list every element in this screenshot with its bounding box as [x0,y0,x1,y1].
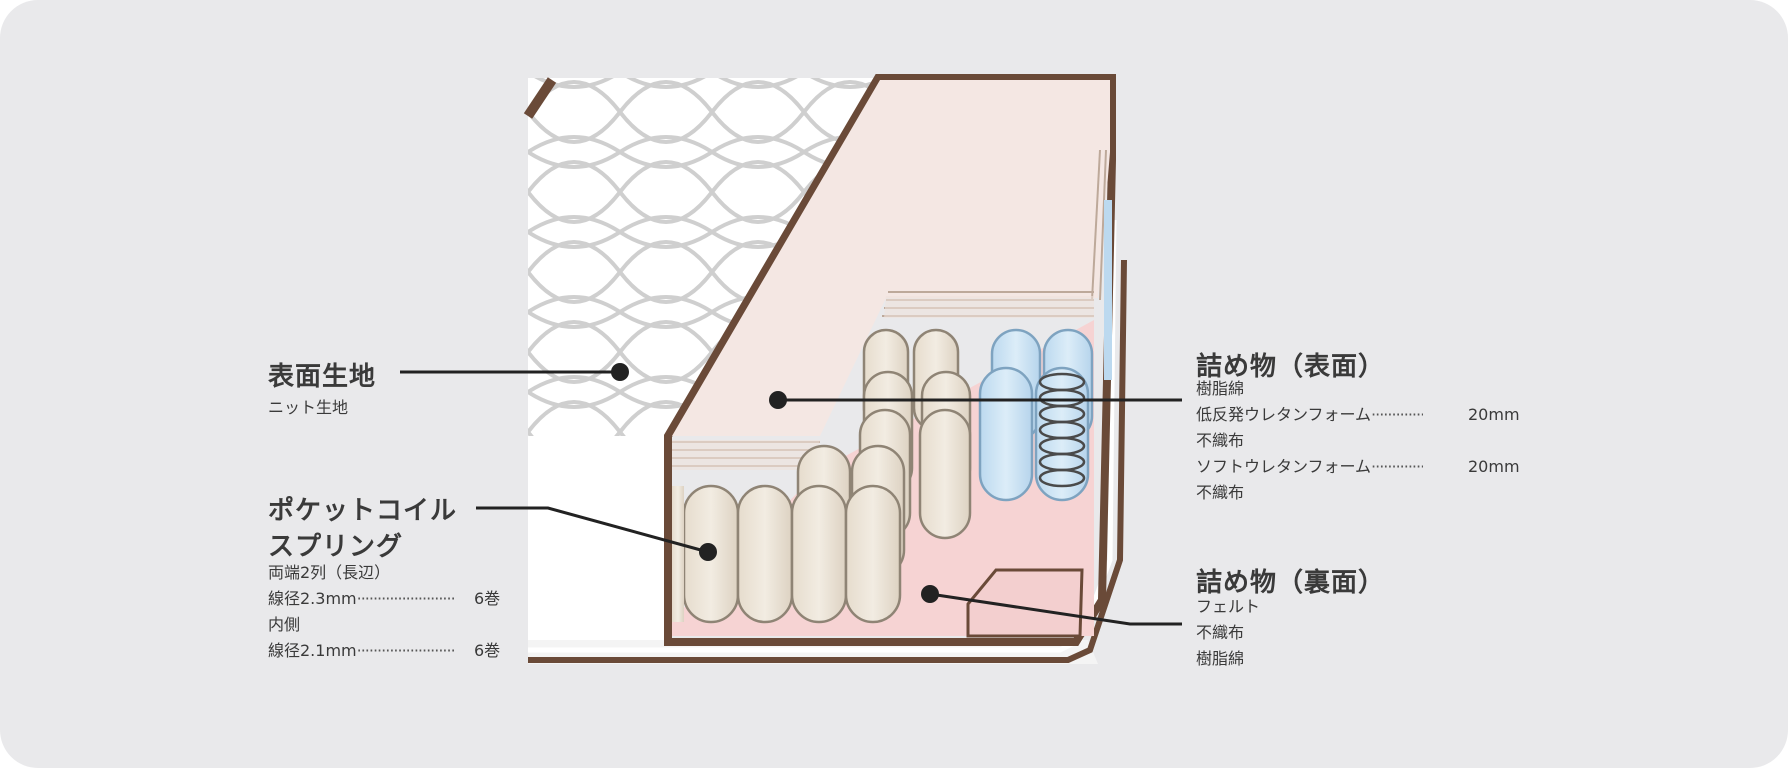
leader-lines [400,370,1182,626]
filling-back-item-1: フェルト [1196,597,1261,616]
felt-step [966,568,1084,638]
label-filling-back-list: フェルト 不織布 樹脂綿 [1196,594,1260,672]
label-surface-fabric-detail: ニット生地 [268,398,349,417]
leader-dots [611,363,939,603]
filling-top-item-2: 低反発ウレタンフォーム [1196,405,1372,424]
spec-edge-rows: 両端2列（長辺） [268,563,391,582]
exposed-spring [1038,372,1086,488]
side-wall [528,436,668,660]
filling-top-item-4: ソフトウレタンフォーム [1196,457,1372,476]
label-pocket-coil-line1: ポケットコイル [268,496,458,526]
spec-outer-wire: 線径2.3mm [268,589,357,608]
label-surface-fabric: 表面生地 [268,362,377,392]
filling-top-item-5: 不織布 [1196,483,1245,502]
label-pocket-coil-line2: スプリング [268,532,404,562]
label-filling-back: 詰め物（裏面） [1196,568,1386,598]
spec-inner-wire: 線径2.1mm [268,641,357,660]
filling-top-item-1: 樹脂綿 [1196,379,1245,398]
label-filling-top-list: 樹脂綿 低反発ウレタンフォーム················· 20mm 不織… [1196,379,1520,502]
pocket-coils [672,328,972,624]
spec-inner: 内側 [268,615,301,634]
filling-top-item-3: 不織布 [1196,431,1245,450]
side-edge-strip [1104,200,1112,380]
base-frame [528,259,1127,663]
filling-back-item-3: 樹脂綿 [1196,649,1245,668]
spec-inner-turns: 6巻 [474,641,501,660]
spec-outer-turns: 6巻 [474,589,501,608]
top-padding [672,80,1110,436]
label-filling-top: 詰め物（表面） [1196,352,1386,382]
soft-coils [978,328,1094,502]
filling-top-item-2-value: 20mm [1468,405,1520,424]
filling-back-item-2: 不織布 [1196,623,1245,642]
filling-top-item-4-value: 20mm [1468,457,1520,476]
label-pocket-coil-specs: 両端2列（長辺） 線径2.3mm························… [268,560,508,664]
quilted-top-panel [523,77,876,436]
